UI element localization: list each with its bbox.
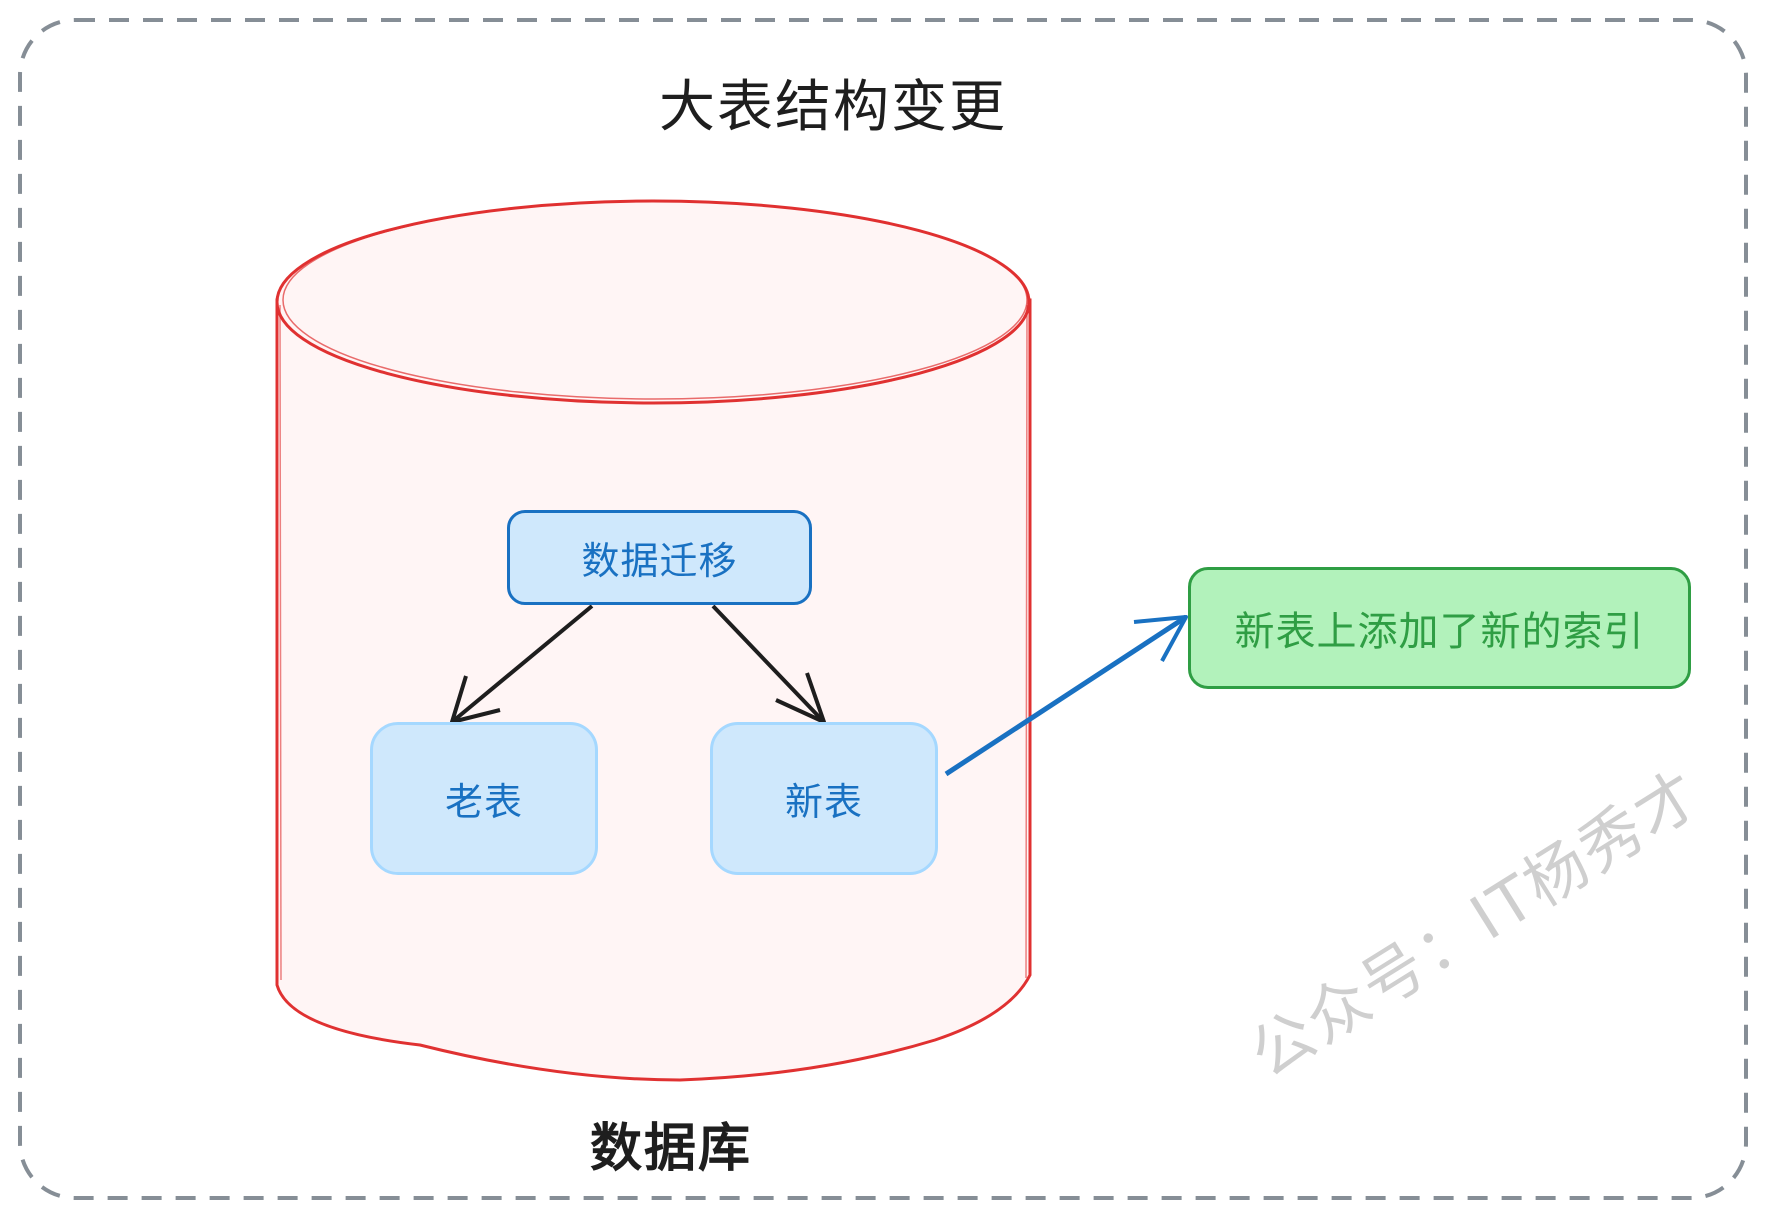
cylinder-top-sketch bbox=[282, 200, 1028, 400]
database-label: 数据库 bbox=[589, 1119, 752, 1179]
diagram-title: 大表结构变更 bbox=[659, 75, 1007, 140]
new-table-box: 新表 bbox=[710, 722, 938, 875]
cylinder-body bbox=[275, 298, 1032, 1082]
cylinder-body-sketch bbox=[279, 304, 1028, 981]
database-cylinder bbox=[275, 199, 1032, 1082]
old-table-box: 老表 bbox=[370, 722, 598, 875]
new-index-note-box: 新表上添加了新的索引 bbox=[1188, 567, 1691, 689]
data-migration-box: 数据迁移 bbox=[507, 510, 812, 605]
arrow-new-to-index bbox=[944, 614, 1188, 777]
